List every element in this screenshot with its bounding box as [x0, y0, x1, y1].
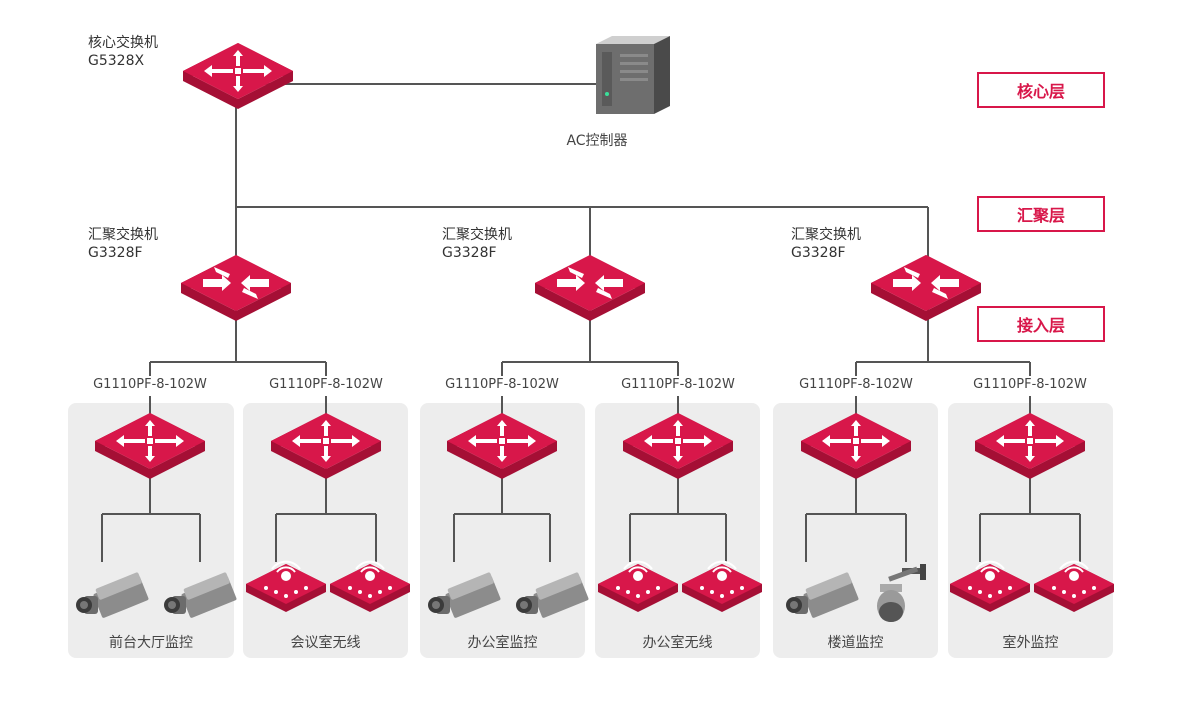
wireless-ap-icon [245, 560, 327, 613]
aggregation-switch-icon [871, 255, 981, 321]
aggregation-switch-name: 汇聚交换机 [88, 227, 158, 243]
wireless-ap-icon [949, 560, 1031, 613]
ac-controller-label: AC控制器 [566, 133, 628, 149]
access-switch-model: G1110PF-8-102W [621, 377, 735, 392]
access-switch-model: G1110PF-8-102W [799, 377, 913, 392]
aggregation-switch-label: 汇聚交换机 G3328F [442, 226, 512, 262]
aggregation-switch-model: G3328F [791, 245, 846, 261]
aggregation-switch-name: 汇聚交换机 [791, 227, 861, 243]
access-switch-icon [271, 413, 381, 479]
core-switch-model: G5328X [88, 53, 145, 69]
wireless-ap-icon [329, 560, 411, 613]
dome-camera-icon [877, 564, 926, 622]
access-switch-model: G1110PF-8-102W [269, 377, 383, 392]
aggregation-switch-name: 汇聚交换机 [442, 227, 512, 243]
access-switch-model: G1110PF-8-102W [973, 377, 1087, 392]
box-camera-icon [516, 571, 590, 619]
access-switch-icon [623, 413, 733, 479]
box-camera-icon [76, 571, 150, 619]
aggregation-switch-label: 汇聚交换机 G3328F [88, 226, 158, 262]
area-caption: 办公室监控 [467, 635, 538, 651]
access-switch-icon [95, 413, 205, 479]
core-switch-name: 核心交换机 [88, 35, 158, 51]
wireless-ap-icon [681, 560, 763, 613]
access-switch-icon [975, 413, 1085, 479]
area-caption: 室外监控 [1002, 635, 1059, 651]
area-caption: 办公室无线 [642, 635, 713, 651]
box-camera-icon [786, 571, 860, 619]
access-switch-model: G1110PF-8-102W [445, 377, 559, 392]
core-layer-tag: 核心层 [977, 72, 1105, 108]
aggregation-layer-tag: 汇聚层 [977, 196, 1105, 232]
access-layer-tag: 接入层 [977, 306, 1105, 342]
area-caption: 楼道监控 [827, 635, 884, 651]
aggregation-switch-icon [181, 255, 291, 321]
box-camera-icon [428, 571, 502, 619]
aggregation-switch-label: 汇聚交换机 G3328F [791, 226, 861, 262]
core-switch-icon [183, 43, 293, 109]
wireless-ap-icon [1033, 560, 1115, 613]
area-caption: 前台大厅监控 [109, 635, 193, 651]
access-switch-icon [801, 413, 911, 479]
core-switch-label: 核心交换机 G5328X [88, 34, 158, 70]
access-switch-icon [447, 413, 557, 479]
aggregation-switch-model: G3328F [88, 245, 143, 261]
server-tower-icon [596, 36, 670, 114]
box-camera-icon [164, 571, 238, 619]
aggregation-switch-icon [535, 255, 645, 321]
area-caption: 会议室无线 [290, 635, 361, 651]
aggregation-switch-model: G3328F [442, 245, 497, 261]
wireless-ap-icon [597, 560, 679, 613]
access-switch-model: G1110PF-8-102W [93, 377, 207, 392]
